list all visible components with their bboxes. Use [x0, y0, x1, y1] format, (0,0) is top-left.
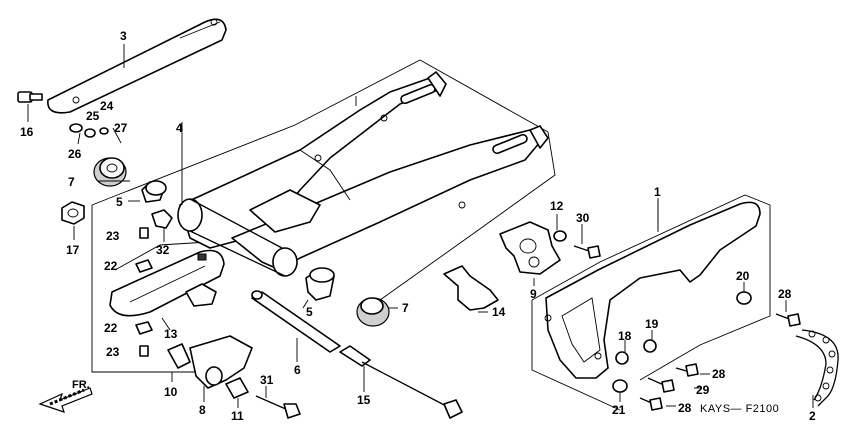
callout-7-lower: 7 — [402, 301, 409, 315]
parts-28-29-bolts — [639, 313, 801, 411]
callout-16: 16 — [20, 125, 34, 139]
callout-3: 3 — [120, 29, 127, 43]
callout-27: 27 — [114, 121, 128, 135]
diagram-code: KAYS— F2100 — [700, 403, 779, 415]
part-9-plate — [499, 221, 561, 275]
callout-28-top: 28 — [778, 287, 792, 301]
parts-24-27-hardware — [69, 123, 122, 145]
callout-28-middle: 28 — [712, 367, 726, 381]
parts-18-21-grommets — [612, 291, 752, 393]
parts-12-30-hardware — [553, 230, 601, 259]
callout-28-bottom: 28 — [678, 401, 692, 415]
callout-1: 1 — [654, 185, 661, 199]
callout-19: 19 — [645, 317, 659, 331]
parts-22-23-lower — [135, 259, 153, 357]
callout-24: 24 — [100, 99, 114, 113]
part-16-bolt — [17, 91, 43, 122]
part-3-link-bar — [47, 18, 227, 114]
callout-22-upper: 22 — [104, 259, 118, 273]
callout-4: 4 — [176, 121, 183, 135]
part-8-bracket — [167, 335, 253, 389]
part-5-bushing-upper — [141, 180, 167, 203]
part-14-bracket — [443, 265, 499, 311]
callout-15: 15 — [357, 393, 371, 407]
callout-13: 13 — [164, 327, 178, 341]
leader-lines — [98, 180, 814, 408]
callout-23-upper: 23 — [106, 229, 120, 243]
callout-29: 29 — [696, 383, 710, 397]
chain-guard-group-frame — [531, 194, 771, 411]
callout-2: 2 — [809, 409, 816, 423]
callout-31: 31 — [260, 373, 274, 387]
callout-21: 21 — [612, 403, 626, 417]
callout-32: 32 — [156, 243, 170, 257]
callout-10: 10 — [164, 385, 178, 399]
callout-5-upper: 5 — [116, 195, 123, 209]
part-31-bolt — [255, 395, 301, 419]
callout-8: 8 — [199, 403, 206, 417]
part-6-pivot-shaft — [251, 290, 341, 353]
callout-numbers: 1 2 3 4 5 5 6 7 7 8 9 10 11 12 13 14 15 … — [20, 29, 816, 423]
callout-7-upper: 7 — [68, 175, 75, 189]
part-15-threaded-rod — [339, 345, 463, 419]
direction-label: FR. — [72, 379, 90, 391]
callout-22-lower: 22 — [104, 321, 118, 335]
part-11-sleeve — [225, 377, 249, 399]
callout-25: 25 — [86, 109, 100, 123]
callout-12: 12 — [550, 199, 564, 213]
callout-20: 20 — [736, 269, 750, 283]
part-2-drive-chain — [795, 329, 839, 407]
callout-18: 18 — [618, 329, 632, 343]
callout-17: 17 — [66, 243, 80, 257]
part-7-bearing-lower — [356, 297, 390, 327]
front-direction-arrow: FR. — [38, 379, 93, 413]
part-4-swingarm — [177, 71, 549, 277]
callout-23-lower: 23 — [106, 345, 120, 359]
callout-9: 9 — [530, 287, 537, 301]
callout-11: 11 — [231, 409, 244, 423]
part-13-chain-slider — [109, 249, 225, 317]
part-7-bearing-upper — [93, 157, 127, 187]
callout-6: 6 — [294, 363, 301, 377]
callout-5-lower: 5 — [306, 305, 313, 319]
callout-30: 30 — [576, 211, 590, 225]
callout-14: 14 — [492, 305, 506, 319]
part-17-nut — [61, 201, 85, 240]
part-32-fitting — [139, 209, 173, 242]
callout-26: 26 — [68, 147, 82, 161]
part-5-bushing-lower — [305, 267, 335, 301]
